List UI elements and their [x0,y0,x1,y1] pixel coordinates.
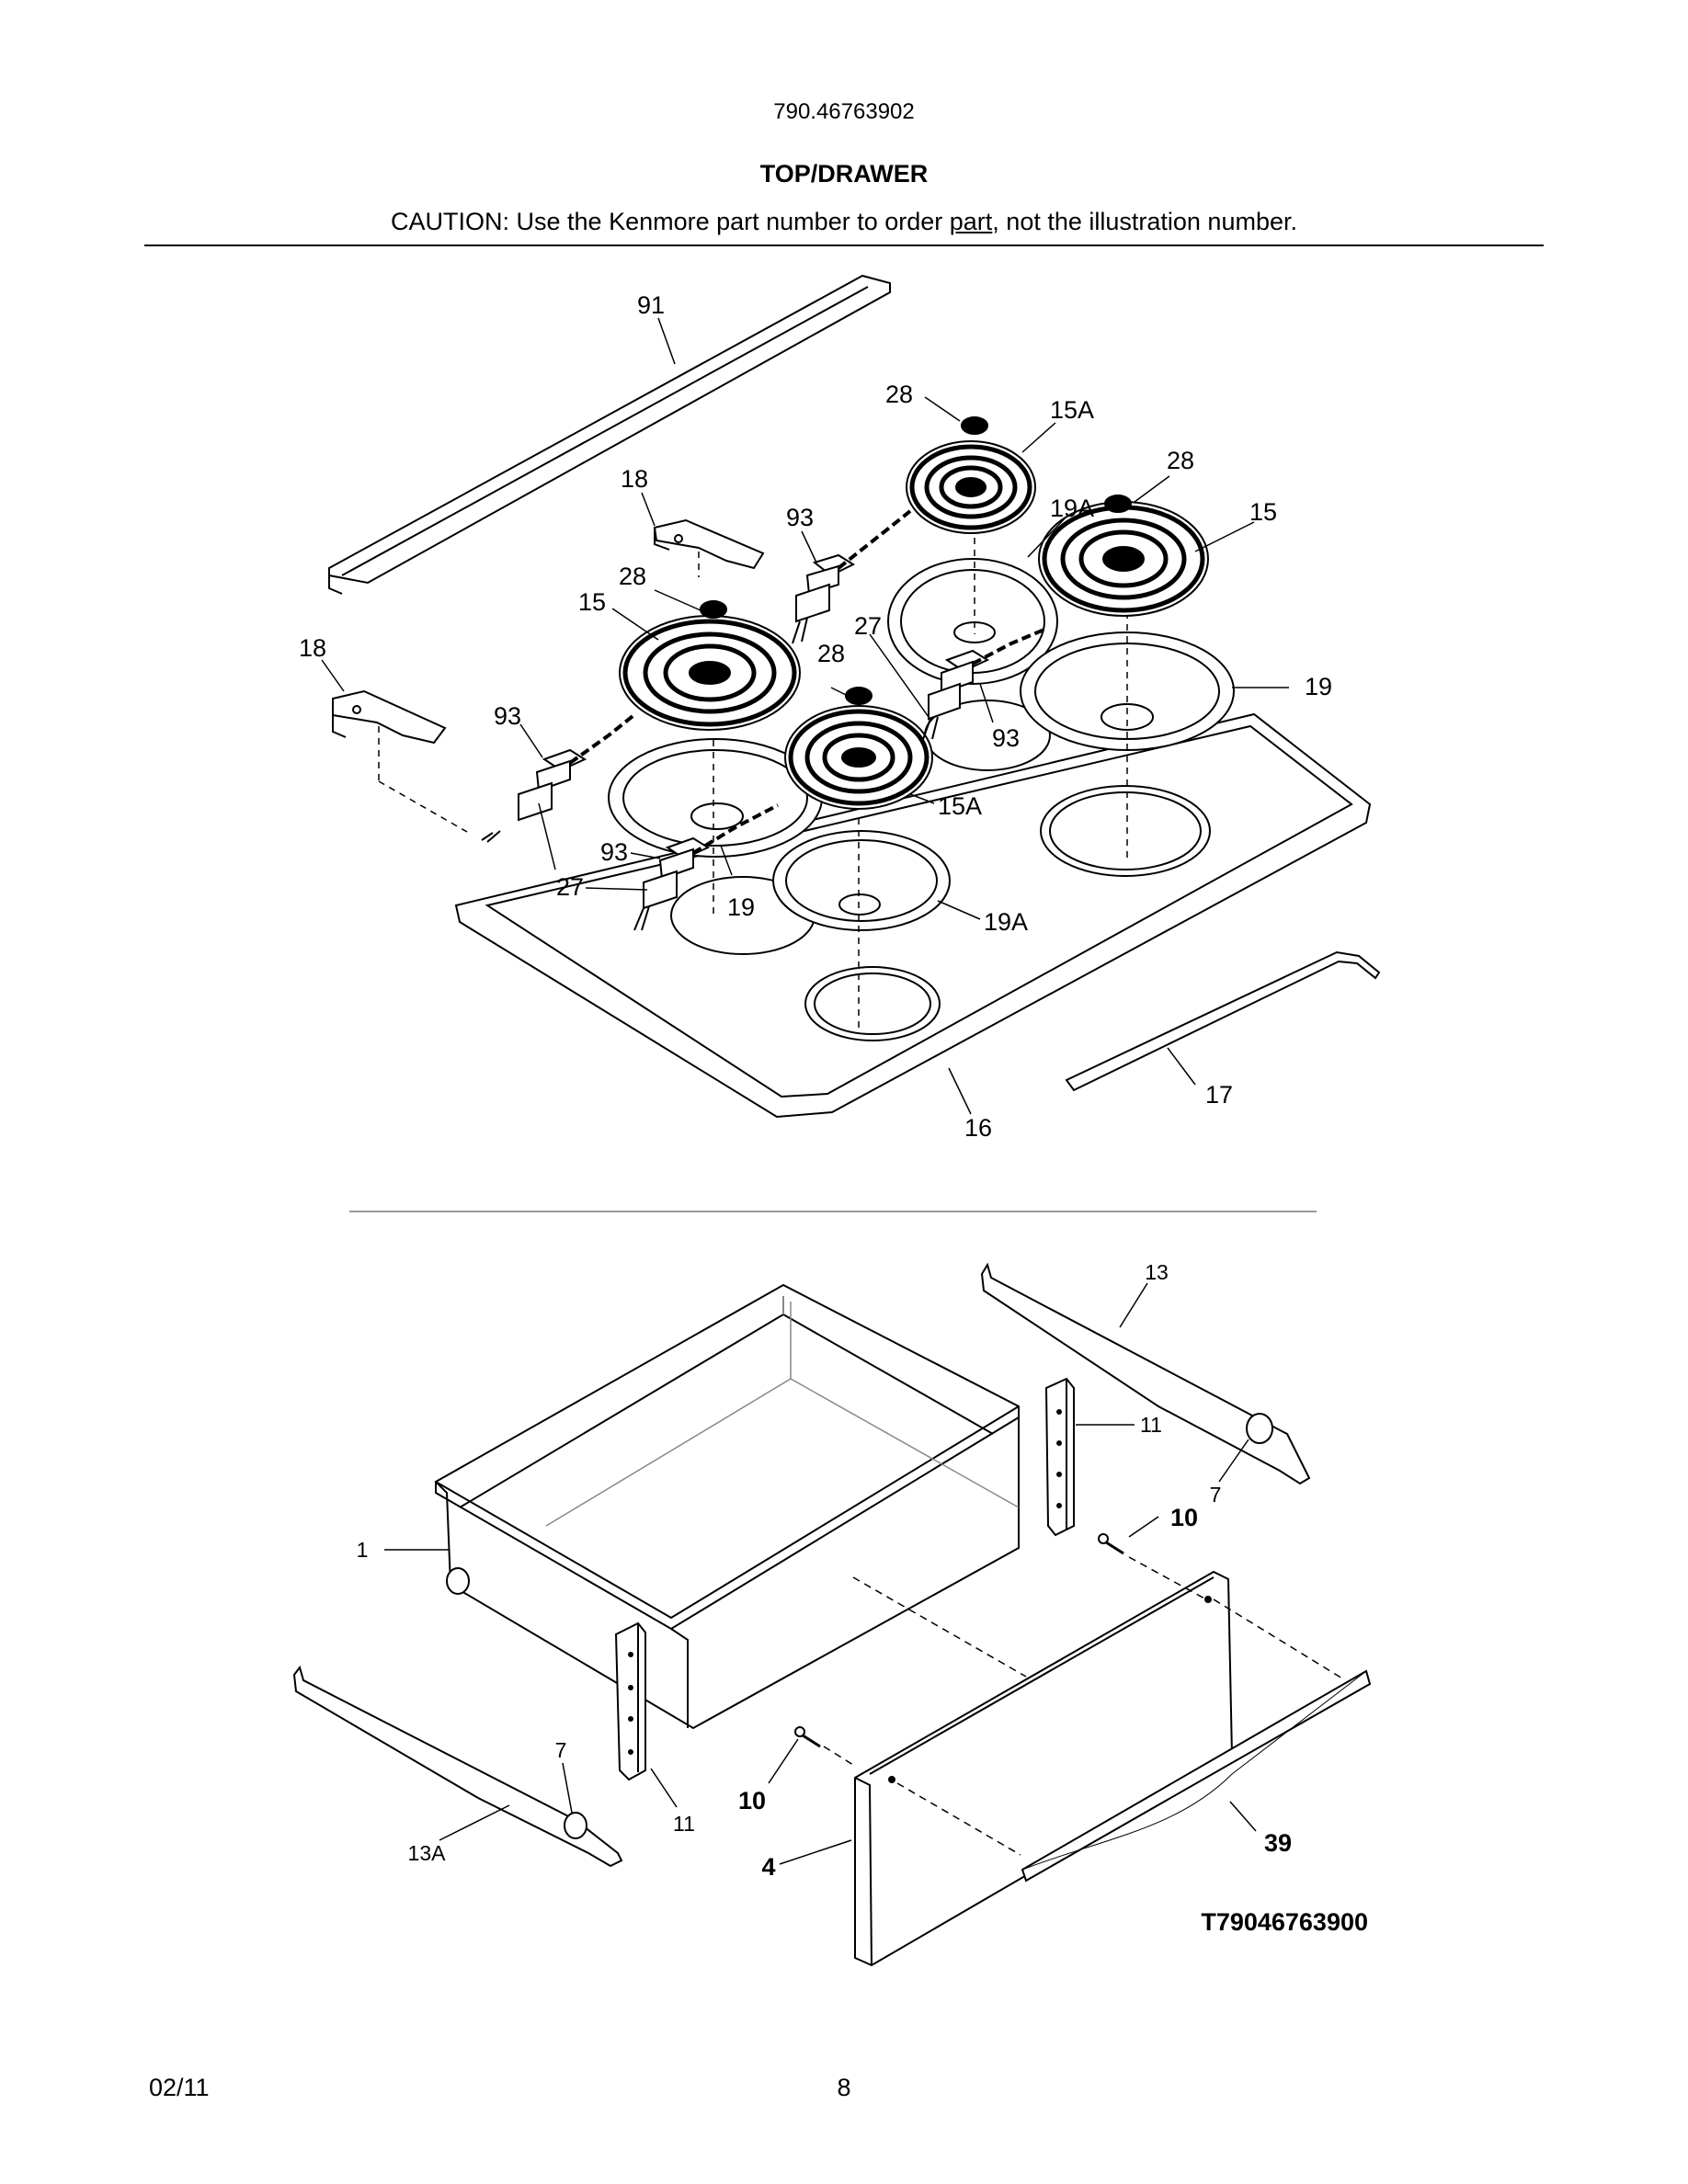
callout-16: 16 [964,1114,992,1142]
center-cap-28-a [961,416,988,435]
callout-93-c: 93 [494,702,521,730]
callout-27-lower: 27 [556,873,584,901]
terminal-block-93-c [481,711,638,843]
cooktop-leaders [321,317,1289,1115]
callout-15-right: 15 [1249,498,1277,526]
surface-element-15a-front [784,705,933,810]
callout-7-left: 7 [555,1738,567,1762]
caution-text-underlined: part [949,208,993,235]
callout-11-left: 11 [673,1812,695,1836]
caution-note: CAUTION: Use the Kenmore part number to … [0,208,1688,236]
callout-93-b: 93 [992,724,1020,752]
callout-15-left: 15 [578,588,606,616]
callout-10-left: 10 [738,1787,766,1814]
oven-rod [1065,950,1381,1092]
callout-4: 4 [761,1853,775,1881]
model-number: 790.46763902 [773,99,915,124]
callout-11-right: 11 [1140,1413,1162,1437]
callout-39: 39 [1264,1829,1292,1857]
callout-28-rear: 28 [885,381,913,408]
callout-28-right: 28 [1167,447,1194,474]
terminal-block-93-a [792,509,912,644]
bracket-18-upper [653,518,765,570]
screw-10-right [1098,1533,1124,1555]
callout-1: 1 [357,1538,369,1562]
slide-bracket-11-right [1044,1377,1075,1537]
callout-18-lower: 18 [299,634,326,662]
callout-28-left: 28 [619,563,646,590]
drip-bowl-front [772,830,951,931]
callout-10-right: 10 [1170,1504,1198,1531]
callout-27-upper: 27 [854,612,882,640]
callout-15a-front: 15A [938,792,982,820]
callout-18-upper: 18 [621,465,648,493]
screw-10-left [794,1726,821,1748]
terminal-block-93-d [633,803,779,931]
drawer-assembly: 13 11 7 10 1 7 11 13A 10 4 39 T790467639… [292,1260,1372,1967]
surface-element-15a-rear [906,440,1036,534]
caution-text-start: CAUTION: Use the Kenmore part number to … [391,208,950,235]
callout-19a-rear: 19A [1050,495,1094,522]
cooktop-assembly: 91 28 15A 28 18 93 19A 15 28 15 27 18 28… [299,274,1381,1142]
center-cap-28-c [700,600,727,619]
center-cap-28-d [845,687,873,705]
page-title: TOP/DRAWER [759,160,929,188]
drawer-leaders [384,1282,1257,1865]
slide-bracket-11-left [614,1621,646,1781]
callout-19a-front: 19A [984,908,1028,936]
slide-rail-13a [292,1665,623,1868]
callout-7-right: 7 [1210,1483,1222,1507]
callout-15a-rear: 15A [1050,396,1094,424]
callout-93-a: 93 [786,504,814,531]
terminal-block-93-b [922,627,1047,740]
bracket-18-lower [332,689,447,745]
callout-91: 91 [637,291,665,319]
callout-19-right: 19 [1305,673,1332,700]
drip-bowl-right [1020,631,1235,751]
rear-trim-bar [328,274,891,595]
callout-28-front: 28 [817,640,845,667]
caution-text-end: , not the illustration number. [992,208,1297,235]
callout-13a: 13A [408,1841,447,1865]
footer-date: 02/11 [149,2074,210,2101]
callout-13: 13 [1145,1260,1169,1284]
drawer-body [434,1283,1020,1730]
drawer-handle [1021,1669,1372,1883]
center-cap-28-b [1104,495,1132,513]
drawer-alignment-lines [823,1556,1343,1856]
drawer-front [854,1570,1234,1967]
header-rule [144,245,1544,246]
slide-rail-13 [980,1262,1311,1485]
page-number: 8 [837,2074,851,2101]
callout-93-d: 93 [600,838,628,866]
callout-17: 17 [1205,1081,1233,1109]
surface-element-15-right [1038,501,1209,617]
diagram-code: T79046763900 [1201,1908,1368,1936]
drip-bowl-rear [887,558,1058,685]
surface-element-15-left [619,615,801,731]
callout-19-left: 19 [727,893,755,921]
